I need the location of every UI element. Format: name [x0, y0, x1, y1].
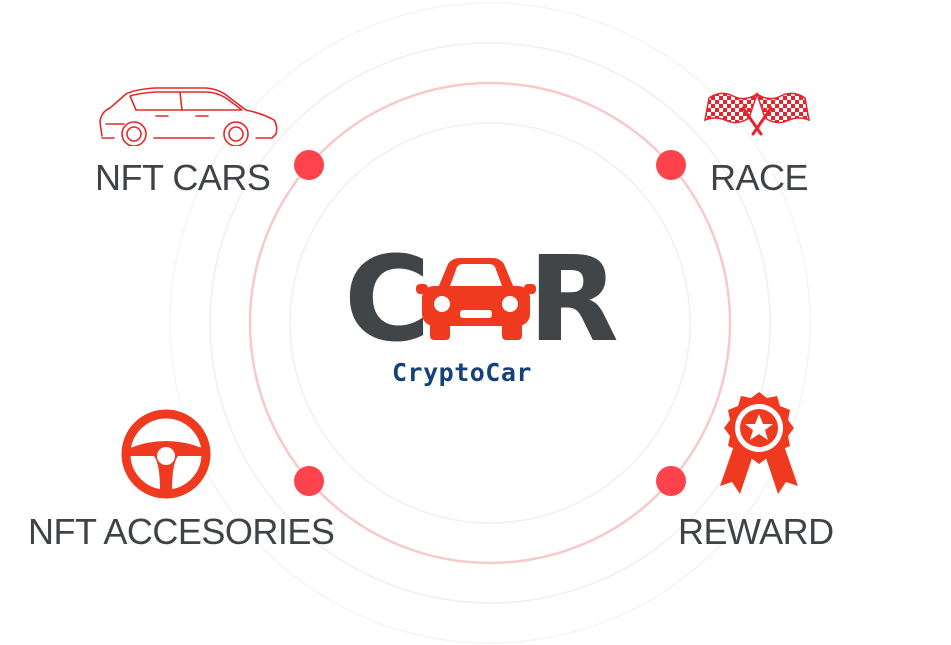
- award-ribbon-icon: [720, 392, 798, 494]
- car-front-icon: [416, 258, 536, 340]
- node-dot-nft-cars: [294, 150, 324, 180]
- brand-tagline: CryptoCar: [392, 358, 532, 387]
- feature-label-race: RACE: [710, 157, 809, 198]
- node-dot-nft-accessories: [294, 466, 324, 496]
- node-dot-race: [656, 150, 686, 180]
- steering-wheel-icon: [121, 409, 211, 499]
- feature-label-reward: REWARD: [678, 511, 834, 552]
- logo-letter-r: R: [528, 230, 619, 368]
- node-dot-reward: [656, 466, 686, 496]
- feature-label-nft-cars: NFT CARS: [95, 157, 271, 198]
- feature-label-nft-accessories: NFT ACCESORIES: [28, 511, 335, 552]
- checkered-flags-icon: [704, 92, 810, 136]
- car-outline-icon: [99, 87, 278, 146]
- logo-letter-c: C: [344, 230, 431, 368]
